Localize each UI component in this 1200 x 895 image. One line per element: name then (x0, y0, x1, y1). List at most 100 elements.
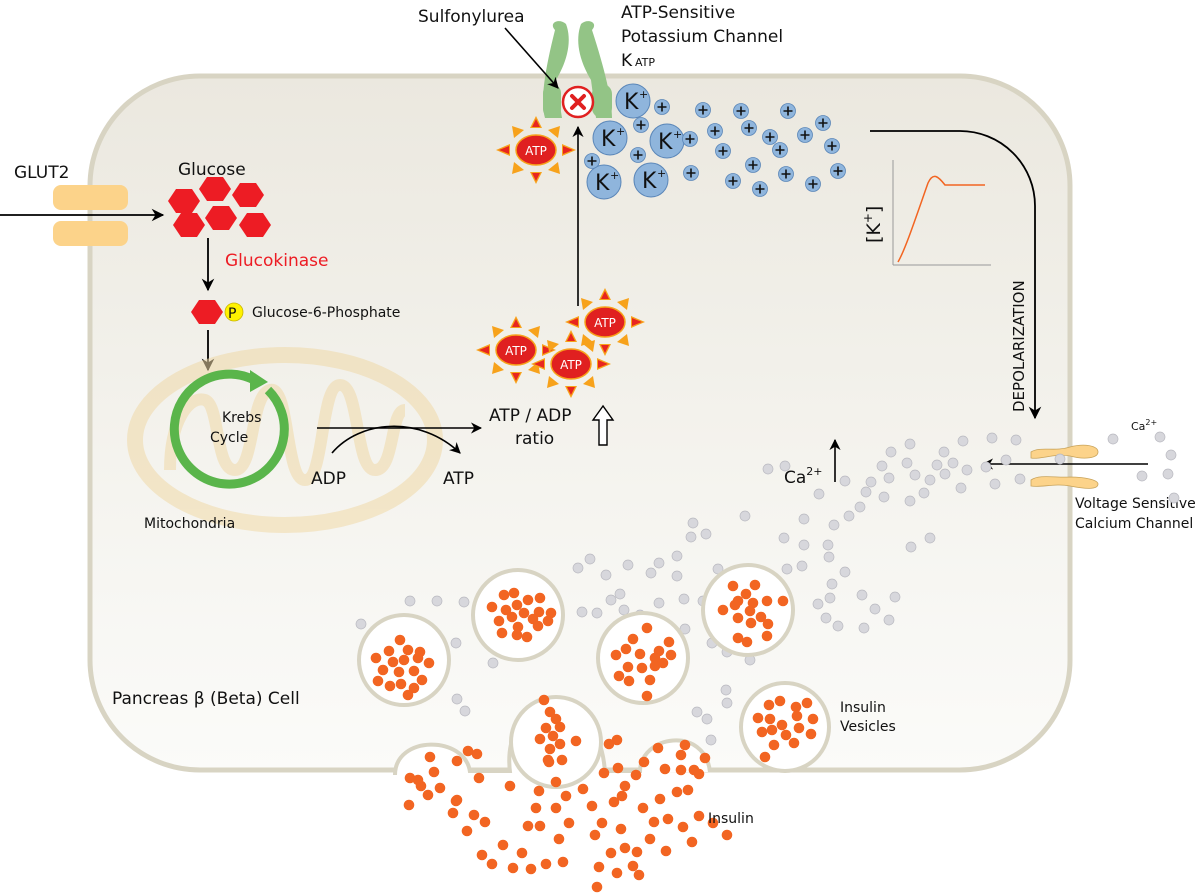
potassium-small-ion (815, 115, 831, 131)
calcium-ion (924, 474, 936, 486)
calcium-ion (459, 705, 471, 717)
katp-label-line2: Potassium Channel (621, 27, 783, 47)
channel-blocked-icon (561, 85, 595, 119)
insulin-granule (550, 776, 562, 788)
insulin-granule (679, 739, 691, 751)
calcium-ion (1014, 473, 1026, 485)
insulin-vesicle (596, 611, 690, 705)
insulin-granule (637, 802, 649, 814)
insulin-granule (596, 817, 608, 829)
insulin-granule (675, 749, 687, 761)
potassium-small-ion (780, 103, 796, 119)
calcium-ion (839, 566, 851, 578)
insulin-granule (752, 712, 764, 724)
insulin-granule (577, 783, 589, 795)
potassium-small-ion (630, 147, 646, 163)
insulin-granule (665, 649, 677, 661)
insulin-granule (793, 722, 805, 734)
insulin-granule (476, 849, 488, 861)
depolarization-arrow (870, 130, 1042, 420)
insulin-granule (660, 845, 672, 857)
insulin-granule (479, 816, 491, 828)
insulin-granule (693, 810, 705, 822)
calcium-ion (901, 457, 913, 469)
insulin-granule (497, 839, 509, 851)
calcium-ion (701, 713, 713, 725)
potassium-small-ion (682, 131, 698, 147)
potassium-graph (892, 160, 991, 266)
insulin-granule (608, 796, 620, 808)
calcium-ion (653, 557, 665, 569)
insulin-granule (677, 821, 689, 833)
insulin-vesicle (701, 563, 795, 657)
insulin-granule (649, 660, 661, 672)
svg-text:+: + (616, 125, 625, 138)
calcium-ion (739, 510, 751, 522)
voltage-sensitive-calcium-channel (1030, 444, 1099, 489)
calcium-ion (905, 541, 917, 553)
calcium-ion (860, 486, 872, 498)
calcium-ion (869, 603, 881, 615)
calcium-ion (865, 476, 877, 488)
potassium-small-ion (683, 165, 699, 181)
ratio-label-line1: ATP / ADP (489, 406, 571, 426)
insulin-granule (560, 790, 572, 802)
insulin-granule (383, 645, 395, 657)
insulin-granule (741, 636, 753, 648)
insulin-granule (764, 713, 776, 725)
glut2-label: GLUT2 (14, 163, 69, 183)
insulin-granule (619, 780, 631, 792)
calcium-ion (451, 693, 463, 705)
potassium-small-ion (778, 166, 794, 182)
potassium-small-ion (654, 99, 670, 115)
calcium-ion (458, 596, 470, 608)
insulin-granule (393, 666, 405, 678)
svg-text:+: + (657, 167, 666, 180)
calcium-ion (826, 578, 838, 590)
insulin-granule (540, 722, 552, 734)
calcium-ion (679, 623, 691, 635)
insulin-granule (402, 689, 414, 701)
insulin-granule (451, 755, 463, 767)
insulin-granule (504, 780, 516, 792)
insulin-granule (805, 728, 817, 740)
calcium-ion (812, 598, 824, 610)
insulin-granule (749, 579, 761, 591)
calcium-ion (691, 706, 703, 718)
svg-text:+: + (639, 88, 648, 101)
calcium-ion (909, 469, 921, 481)
insulin-granule (521, 631, 533, 643)
insulin-granule (768, 739, 780, 751)
insulin-granule (589, 829, 601, 841)
insulin-granule (534, 733, 546, 745)
calcium-ion (605, 594, 617, 606)
insulin-granule (451, 794, 463, 806)
svg-text:K: K (658, 130, 673, 155)
potassium-small-ion (830, 163, 846, 179)
potassium-small-ion (745, 157, 761, 173)
insulin-granule (416, 674, 428, 686)
insulin-granule (462, 745, 474, 757)
calcium-ion (947, 457, 959, 469)
calcium-ion (487, 657, 499, 669)
calcium-ion (931, 459, 943, 471)
insulin-granule (412, 652, 424, 664)
calcium-ion (1162, 468, 1174, 480)
insulin-granule (493, 615, 505, 627)
calcium-ion (721, 697, 733, 709)
insulin-granule (631, 846, 643, 858)
insulin-granule (659, 763, 671, 775)
calcium-ion (820, 612, 832, 624)
insulin-granule (612, 762, 624, 774)
insulin-granule (611, 734, 623, 746)
potassium-small-ion (752, 181, 768, 197)
calcium-ion (572, 562, 584, 574)
sulfonylurea-label: Sulfonylurea (418, 7, 525, 27)
insulin-granule (408, 665, 420, 677)
mitochondria (127, 347, 443, 533)
calcium-ion (720, 684, 732, 696)
insulin-granule (387, 656, 399, 668)
glut2-transporter (53, 185, 128, 246)
insulin-granule (412, 774, 424, 786)
